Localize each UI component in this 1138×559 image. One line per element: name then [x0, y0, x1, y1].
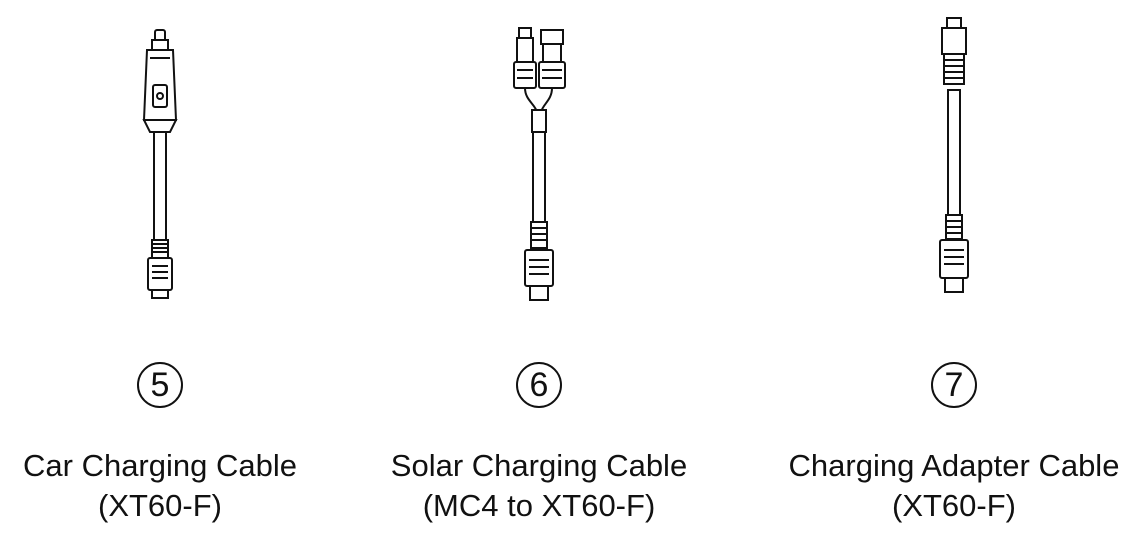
item-charging-adapter-cable: 7 Charging Adapter Cable (XT60-F)	[764, 0, 1138, 559]
item-car-charging-cable: 5 Car Charging Cable (XT60-F)	[0, 0, 350, 559]
item-number-badge: 5	[137, 362, 183, 408]
item-title: Solar Charging Cable	[390, 448, 688, 483]
item-caption: Charging Adapter Cable (XT60-F)	[764, 446, 1138, 526]
item-number-badge: 6	[516, 362, 562, 408]
car-charger-cable-icon	[142, 29, 178, 299]
item-caption: Solar Charging Cable (MC4 to XT60-F)	[349, 446, 729, 526]
item-title: Car Charging Cable	[23, 448, 297, 483]
item-solar-charging-cable: 6 Solar Charging Cable (MC4 to XT60-F)	[349, 0, 729, 559]
item-subtitle: (MC4 to XT60-F)	[422, 488, 656, 523]
item-title: Charging Adapter Cable	[788, 448, 1120, 483]
item-caption: Car Charging Cable (XT60-F)	[0, 446, 350, 526]
solar-mc4-cable-icon	[513, 27, 566, 301]
item-number: 6	[529, 366, 549, 404]
dc-adapter-cable-icon	[939, 17, 969, 293]
item-number-badge: 7	[931, 362, 977, 408]
item-number: 5	[150, 366, 170, 404]
item-number: 7	[944, 366, 964, 404]
item-subtitle: (XT60-F)	[892, 488, 1016, 523]
item-subtitle: (XT60-F)	[98, 488, 222, 523]
